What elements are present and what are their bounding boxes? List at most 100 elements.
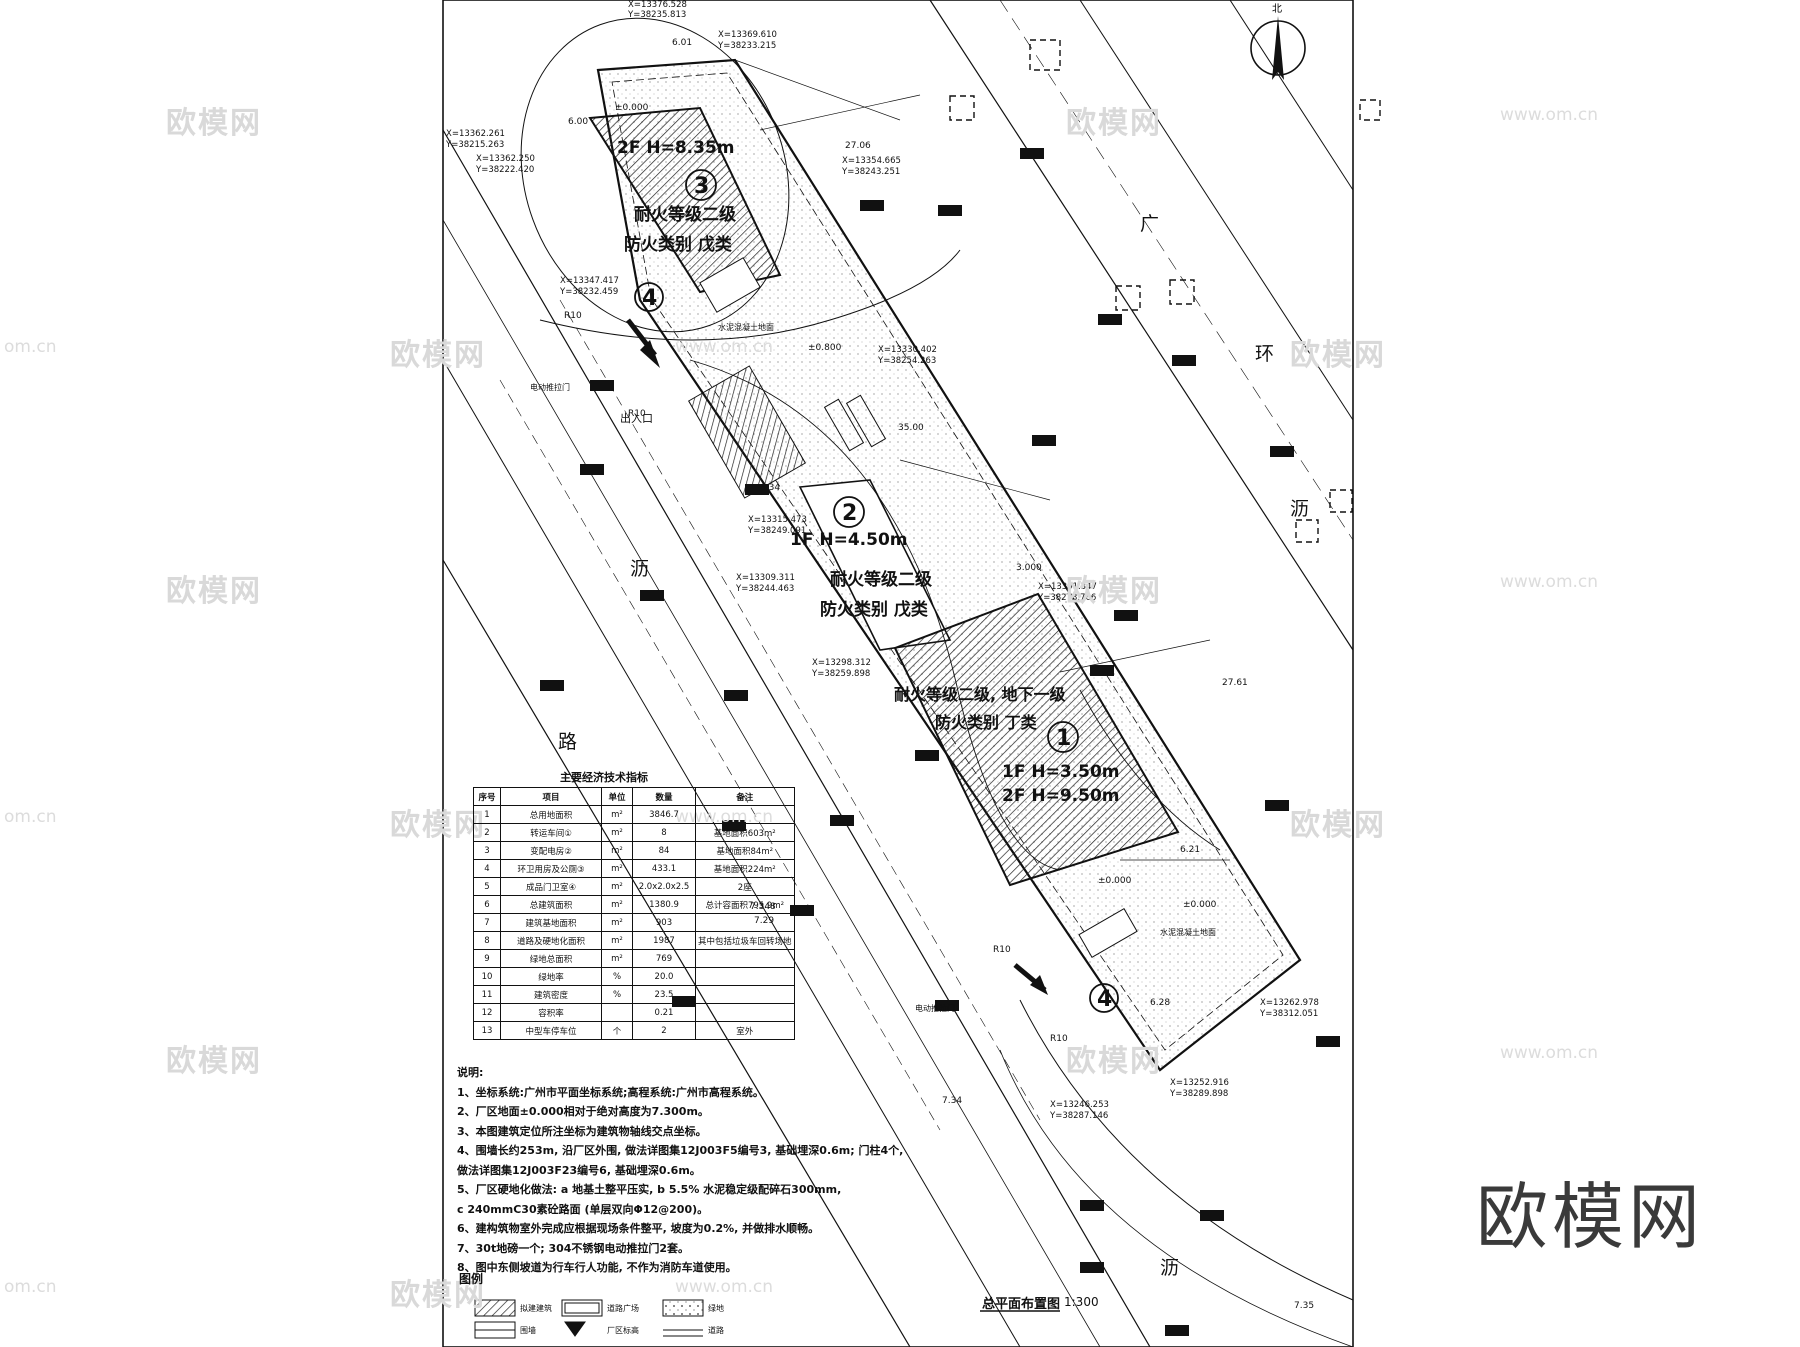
col-header: 项目	[500, 787, 602, 806]
svg-text:X=13252.916: X=13252.916	[1170, 1078, 1229, 1088]
table-cell: 室外	[695, 1021, 795, 1040]
table-cell: 7	[473, 913, 501, 932]
table-cell: 绿地总面积	[500, 949, 602, 968]
building-1-height-b: 2F H=9.50m	[1002, 786, 1120, 806]
building-3-fire-rating: 耐火等级二级	[634, 204, 736, 225]
table-cell: 5	[473, 877, 501, 896]
table-cell	[695, 985, 795, 1004]
building-3-fire-class: 防火类别 戊类	[624, 234, 733, 255]
svg-text:出入口: 出入口	[620, 411, 653, 425]
table-cell: 个	[601, 1021, 633, 1040]
col-header: 序号	[473, 787, 501, 806]
table-cell: 13	[473, 1021, 501, 1040]
table-cell: 2	[473, 823, 501, 842]
table-cell: 总用地面积	[500, 805, 602, 824]
svg-text:27.06: 27.06	[845, 141, 871, 151]
svg-text:27.61: 27.61	[1222, 678, 1248, 688]
svg-text:6.34: 6.34	[760, 483, 780, 493]
svg-text:Y=38222.420: Y=38222.420	[475, 165, 534, 175]
legend-label: 道路广场	[607, 1304, 639, 1313]
svg-text:Y=38289.898: Y=38289.898	[1169, 1089, 1228, 1099]
table-cell: 其中包括垃圾车回转场地	[695, 931, 795, 950]
table-cell: 基地面积603m²	[695, 823, 795, 842]
north-label: 北	[1272, 3, 1282, 15]
col-header: 备注	[695, 787, 795, 806]
svg-text:6.21: 6.21	[1180, 845, 1200, 855]
svg-text:Y=38243.251: Y=38243.251	[841, 167, 900, 177]
note-item: 1、坐标系统:广州市平面坐标系统;高程系统:广州市高程系统。	[457, 1085, 764, 1099]
svg-text:X=13246.253: X=13246.253	[1050, 1100, 1109, 1110]
note-item: 6、建构筑物室外完成应根据现场条件整平, 坡度为0.2%, 并做排水顺畅。	[457, 1222, 820, 1235]
table-cell: 建筑密度	[500, 985, 602, 1004]
watermark: 欧模网	[390, 338, 486, 373]
watermark-url: om.cn	[4, 1277, 57, 1297]
svg-text:X=13330.402: X=13330.402	[878, 345, 937, 355]
plan-title: 总平面布置图	[982, 1297, 1061, 1312]
watermark-url: om.cn	[4, 807, 57, 827]
svg-text:X=13262.978: X=13262.978	[1260, 998, 1319, 1008]
svg-text:X=13376.528: X=13376.528	[628, 0, 687, 10]
svg-text:Y=38244.463: Y=38244.463	[735, 584, 794, 594]
watermark-url: www.om.cn	[1500, 1043, 1599, 1063]
table-cell: 769	[632, 949, 696, 968]
building-2-fire-rating: 耐火等级二级	[830, 569, 932, 590]
building-labels: 2F H=8.35m 耐火等级二级 防火类别 戊类 1F H=4.50m 耐火等…	[617, 138, 1120, 806]
table-cell	[695, 913, 795, 932]
table-cell: 6	[473, 895, 501, 914]
svg-text:Y=38254.263: Y=38254.263	[877, 356, 936, 366]
svg-text:R10: R10	[564, 311, 582, 321]
table-cell: m²	[601, 931, 633, 950]
table-cell	[695, 1003, 795, 1022]
building-2-number: 2	[842, 501, 857, 526]
svg-text:6.00: 6.00	[568, 117, 588, 127]
svg-text:±0.000: ±0.000	[615, 103, 649, 113]
table-cell: m²	[601, 877, 633, 896]
svg-text:沥: 沥	[1290, 498, 1309, 520]
table-cell: m²	[601, 859, 633, 878]
table-cell: m²	[601, 895, 633, 914]
east-channel	[929, 0, 1354, 651]
svg-text:Y=38233.215: Y=38233.215	[717, 41, 776, 51]
svg-text:±0.000: ±0.000	[1183, 900, 1217, 910]
svg-text:电动推拉门: 电动推拉门	[530, 382, 570, 392]
watermark: 欧模网	[390, 1278, 486, 1313]
plan-scale: 1:300	[1064, 1295, 1099, 1309]
table-cell: m²	[601, 823, 633, 842]
svg-text:R10: R10	[1050, 1034, 1068, 1044]
svg-text:X=13298.312: X=13298.312	[812, 658, 871, 668]
watermark-url: www.om.cn	[675, 337, 774, 357]
note-item: c 240mmC30素砼路面 (单层双向Φ12@200)。	[457, 1202, 709, 1216]
table-cell	[695, 949, 795, 968]
svg-text:Y=38312.051: Y=38312.051	[1259, 1009, 1318, 1019]
table-cell: 变配电房②	[500, 841, 602, 860]
svg-text:±0.800: ±0.800	[808, 343, 842, 353]
svg-text:广: 广	[1140, 213, 1159, 235]
table-cell: 转运车间①	[500, 823, 602, 842]
building-number-markers	[634, 169, 1119, 1013]
note-item: 7、30t地磅一个; 304不锈钢电动推拉门2套。	[457, 1241, 690, 1255]
svg-text:±0.000: ±0.000	[1098, 876, 1132, 886]
table-cell: 1380.9	[632, 895, 696, 914]
svg-text:Y=38273.766: Y=38273.766	[1037, 593, 1096, 603]
svg-text:路: 路	[558, 731, 577, 753]
svg-text:沥: 沥	[1160, 1257, 1179, 1279]
watermark: 欧模网	[1066, 1044, 1162, 1079]
table-cell: 中型车停车位	[500, 1021, 602, 1040]
svg-text:X=13362.261: X=13362.261	[446, 129, 505, 139]
svg-text:Y=38232.459: Y=38232.459	[559, 287, 618, 297]
watermark: 欧模网	[1290, 808, 1386, 843]
svg-text:水泥混凝土地面: 水泥混凝土地面	[1160, 927, 1216, 937]
building-4-number-north: 4	[642, 286, 657, 311]
building-1-height-a: 1F H=3.50m	[1002, 762, 1120, 782]
note-item: 5、厂区硬地化做法: a 地基土整平压实, b 5.5% 水泥稳定级配碎石300…	[457, 1183, 842, 1196]
watermark: 欧模网	[1290, 338, 1386, 373]
watermark: 欧模网	[1066, 106, 1162, 141]
svg-text:电动推拉门: 电动推拉门	[915, 1003, 955, 1013]
svg-text:X=13309.311: X=13309.311	[736, 573, 795, 583]
